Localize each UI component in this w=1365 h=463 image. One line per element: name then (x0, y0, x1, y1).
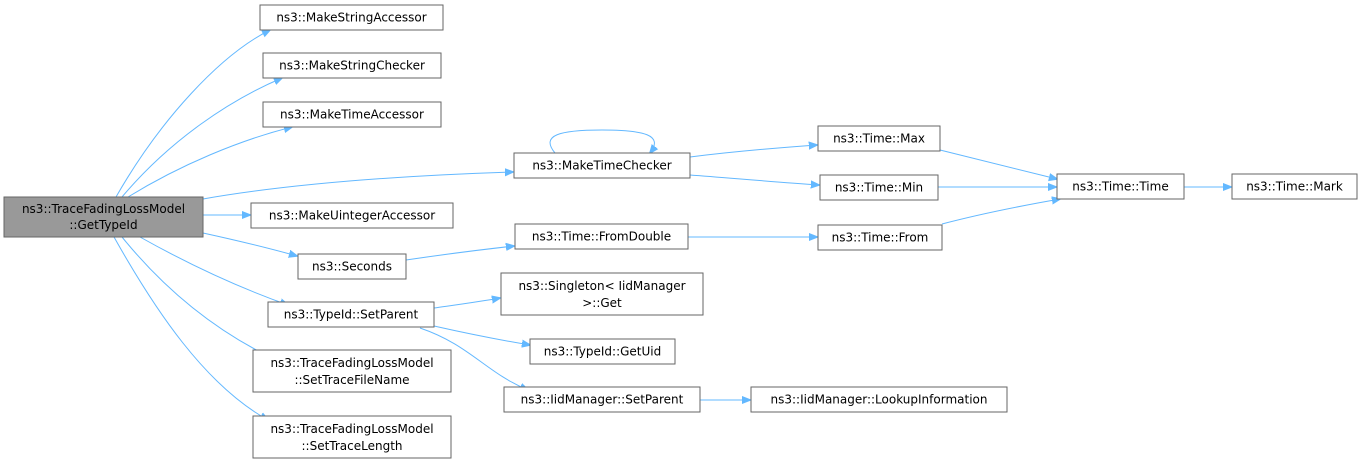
edge-gettypeid-typeidsetparent (139, 236, 288, 305)
edge-gettypeid-seconds (202, 232, 297, 256)
graph-nodes: ns3::TraceFadingLossModel ::GetTypeId ns… (3, 4, 1358, 459)
node-make-string-checker[interactable]: ns3::MakeStringChecker (262, 52, 442, 79)
edge-timefrom-timetime (941, 199, 1060, 225)
node-time-mark[interactable]: ns3::Time::Mark (1231, 173, 1358, 200)
node-make-uinteger-accessor-label: ns3::MakeUintegerAccessor (269, 209, 435, 223)
node-time-from-double-label: ns3::Time::FromDouble (532, 230, 671, 244)
node-time-min-label: ns3::Time::Min (835, 181, 923, 195)
node-time-from-double[interactable]: ns3::Time::FromDouble (514, 223, 689, 250)
node-time-from-label: ns3::Time::From (832, 231, 929, 245)
node-iidmanager-set-parent[interactable]: ns3::IidManager::SetParent (503, 386, 701, 413)
node-make-uinteger-accessor[interactable]: ns3::MakeUintegerAccessor (250, 202, 454, 229)
node-singleton-get-line2: >::Get (582, 296, 622, 310)
edge-gettypeid-settracefilename (121, 236, 270, 357)
node-singleton-get-line1: ns3::Singleton< IidManager (518, 279, 685, 293)
node-time-time[interactable]: ns3::Time::Time (1056, 173, 1185, 200)
edge-typeidsetparent-iidmanagersetparent (419, 327, 528, 390)
edge-maketimechecker-self (549, 129, 654, 153)
graph-edges (113, 30, 1231, 420)
edge-seconds-timefromdouble (405, 246, 514, 261)
node-time-from[interactable]: ns3::Time::From (817, 224, 943, 251)
node-typeid-get-uid-label: ns3::TypeId::GetUid (544, 345, 662, 359)
node-typeid-set-parent[interactable]: ns3::TypeId::SetParent (267, 301, 435, 328)
node-iidmanager-lookup-information[interactable]: ns3::IidManager::LookupInformation (750, 386, 1008, 413)
node-seconds[interactable]: ns3::Seconds (297, 253, 407, 280)
node-get-type-id-line1: ns3::TraceFadingLossModel (22, 202, 185, 216)
edge-maketimechecker-timemax (689, 145, 817, 158)
node-time-max-label: ns3::Time::Max (833, 132, 925, 146)
node-set-trace-file-name-line2: ::SetTraceFileName (294, 373, 409, 387)
edge-gettypeid-settracelength (113, 236, 268, 420)
node-make-time-accessor[interactable]: ns3::MakeTimeAccessor (262, 101, 442, 128)
node-typeid-get-uid[interactable]: ns3::TypeId::GetUid (529, 338, 676, 365)
edge-maketimechecker-timemin (689, 174, 819, 185)
node-time-mark-label: ns3::Time::Mark (1246, 180, 1343, 194)
node-set-trace-length-line2: ::SetTraceLength (301, 439, 402, 453)
node-iidmanager-lookup-information-label: ns3::IidManager::LookupInformation (771, 393, 988, 407)
node-get-type-id[interactable]: ns3::TraceFadingLossModel ::GetTypeId (3, 196, 204, 238)
node-seconds-label: ns3::Seconds (312, 260, 392, 274)
edge-gettypeid-makestringchecker (121, 78, 282, 198)
node-make-time-accessor-label: ns3::MakeTimeAccessor (280, 108, 424, 122)
node-set-trace-file-name[interactable]: ns3::TraceFadingLossModel ::SetTraceFile… (252, 349, 452, 393)
edge-typeidsetparent-typeidgetuid (433, 325, 530, 345)
node-make-string-accessor[interactable]: ns3::MakeStringAccessor (259, 4, 444, 31)
node-singleton-get[interactable]: ns3::Singleton< IidManager >::Get (500, 272, 704, 316)
edge-gettypeid-makestringaccessor (115, 30, 270, 198)
node-time-max[interactable]: ns3::Time::Max (817, 125, 941, 152)
node-iidmanager-set-parent-label: ns3::IidManager::SetParent (521, 393, 684, 407)
node-typeid-set-parent-label: ns3::TypeId::SetParent (284, 308, 419, 322)
node-set-trace-file-name-line1: ns3::TraceFadingLossModel (270, 356, 433, 370)
node-make-string-checker-label: ns3::MakeStringChecker (279, 59, 425, 73)
node-make-time-checker-label: ns3::MakeTimeChecker (532, 159, 671, 173)
edge-timemax-timetime (939, 149, 1057, 179)
edge-gettypeid-maketimechecker (202, 172, 513, 200)
node-make-time-checker[interactable]: ns3::MakeTimeChecker (513, 152, 691, 179)
node-set-trace-length[interactable]: ns3::TraceFadingLossModel ::SetTraceLeng… (252, 415, 452, 459)
node-set-trace-length-line1: ns3::TraceFadingLossModel (270, 422, 433, 436)
edge-typeidsetparent-singletonget (433, 298, 500, 309)
node-make-string-accessor-label: ns3::MakeStringAccessor (276, 11, 426, 25)
node-time-time-label: ns3::Time::Time (1072, 180, 1168, 194)
node-get-type-id-line2: ::GetTypeId (69, 218, 137, 232)
node-time-min[interactable]: ns3::Time::Min (819, 174, 939, 201)
edge-gettypeid-maketimeaccessor (127, 127, 292, 198)
